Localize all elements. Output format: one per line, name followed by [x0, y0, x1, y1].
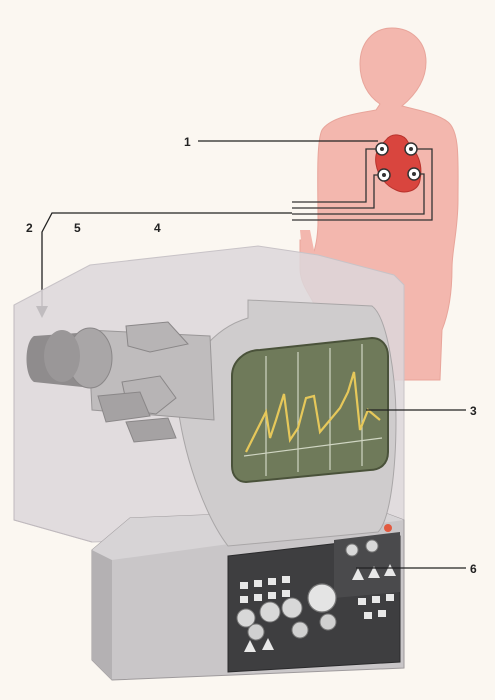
lead-wires: [292, 148, 433, 221]
knob-icon: [319, 613, 337, 631]
cathode-ray-tube: [26, 299, 397, 547]
ecg-trace: [245, 371, 381, 453]
knob-icon: [247, 623, 265, 641]
callout-5: 5: [74, 221, 81, 235]
callout-3: 3: [470, 404, 477, 418]
knob-icon: [236, 608, 256, 628]
knob-icon: [345, 543, 359, 557]
callout-2: 2: [26, 221, 33, 235]
knob-icon: [259, 601, 281, 623]
switch-icon: [358, 598, 366, 605]
callout-4: 4: [154, 221, 161, 235]
knob-icon: [281, 597, 303, 619]
switch-icon: [282, 590, 290, 597]
callout-6: 6: [470, 562, 477, 576]
knob-icon: [291, 621, 309, 639]
switch-icon: [240, 582, 248, 589]
switch-icon: [268, 592, 276, 599]
switch-icon: [282, 576, 290, 583]
switch-icon: [386, 594, 394, 601]
knob-icon: [307, 583, 337, 613]
knob-icon: [365, 539, 379, 553]
switch-icon: [254, 580, 262, 587]
switch-icon: [268, 578, 276, 585]
signal-path: [41, 212, 292, 312]
switch-icon: [378, 610, 386, 617]
switch-icon: [240, 596, 248, 603]
callout-1: 1: [184, 135, 191, 149]
oscilloscope-screen: [231, 336, 389, 484]
switch-icon: [254, 594, 262, 601]
callout-lines: [198, 140, 466, 569]
switch-icon: [364, 612, 372, 619]
switch-icon: [372, 596, 380, 603]
indicator-lamp-icon: [384, 524, 392, 532]
